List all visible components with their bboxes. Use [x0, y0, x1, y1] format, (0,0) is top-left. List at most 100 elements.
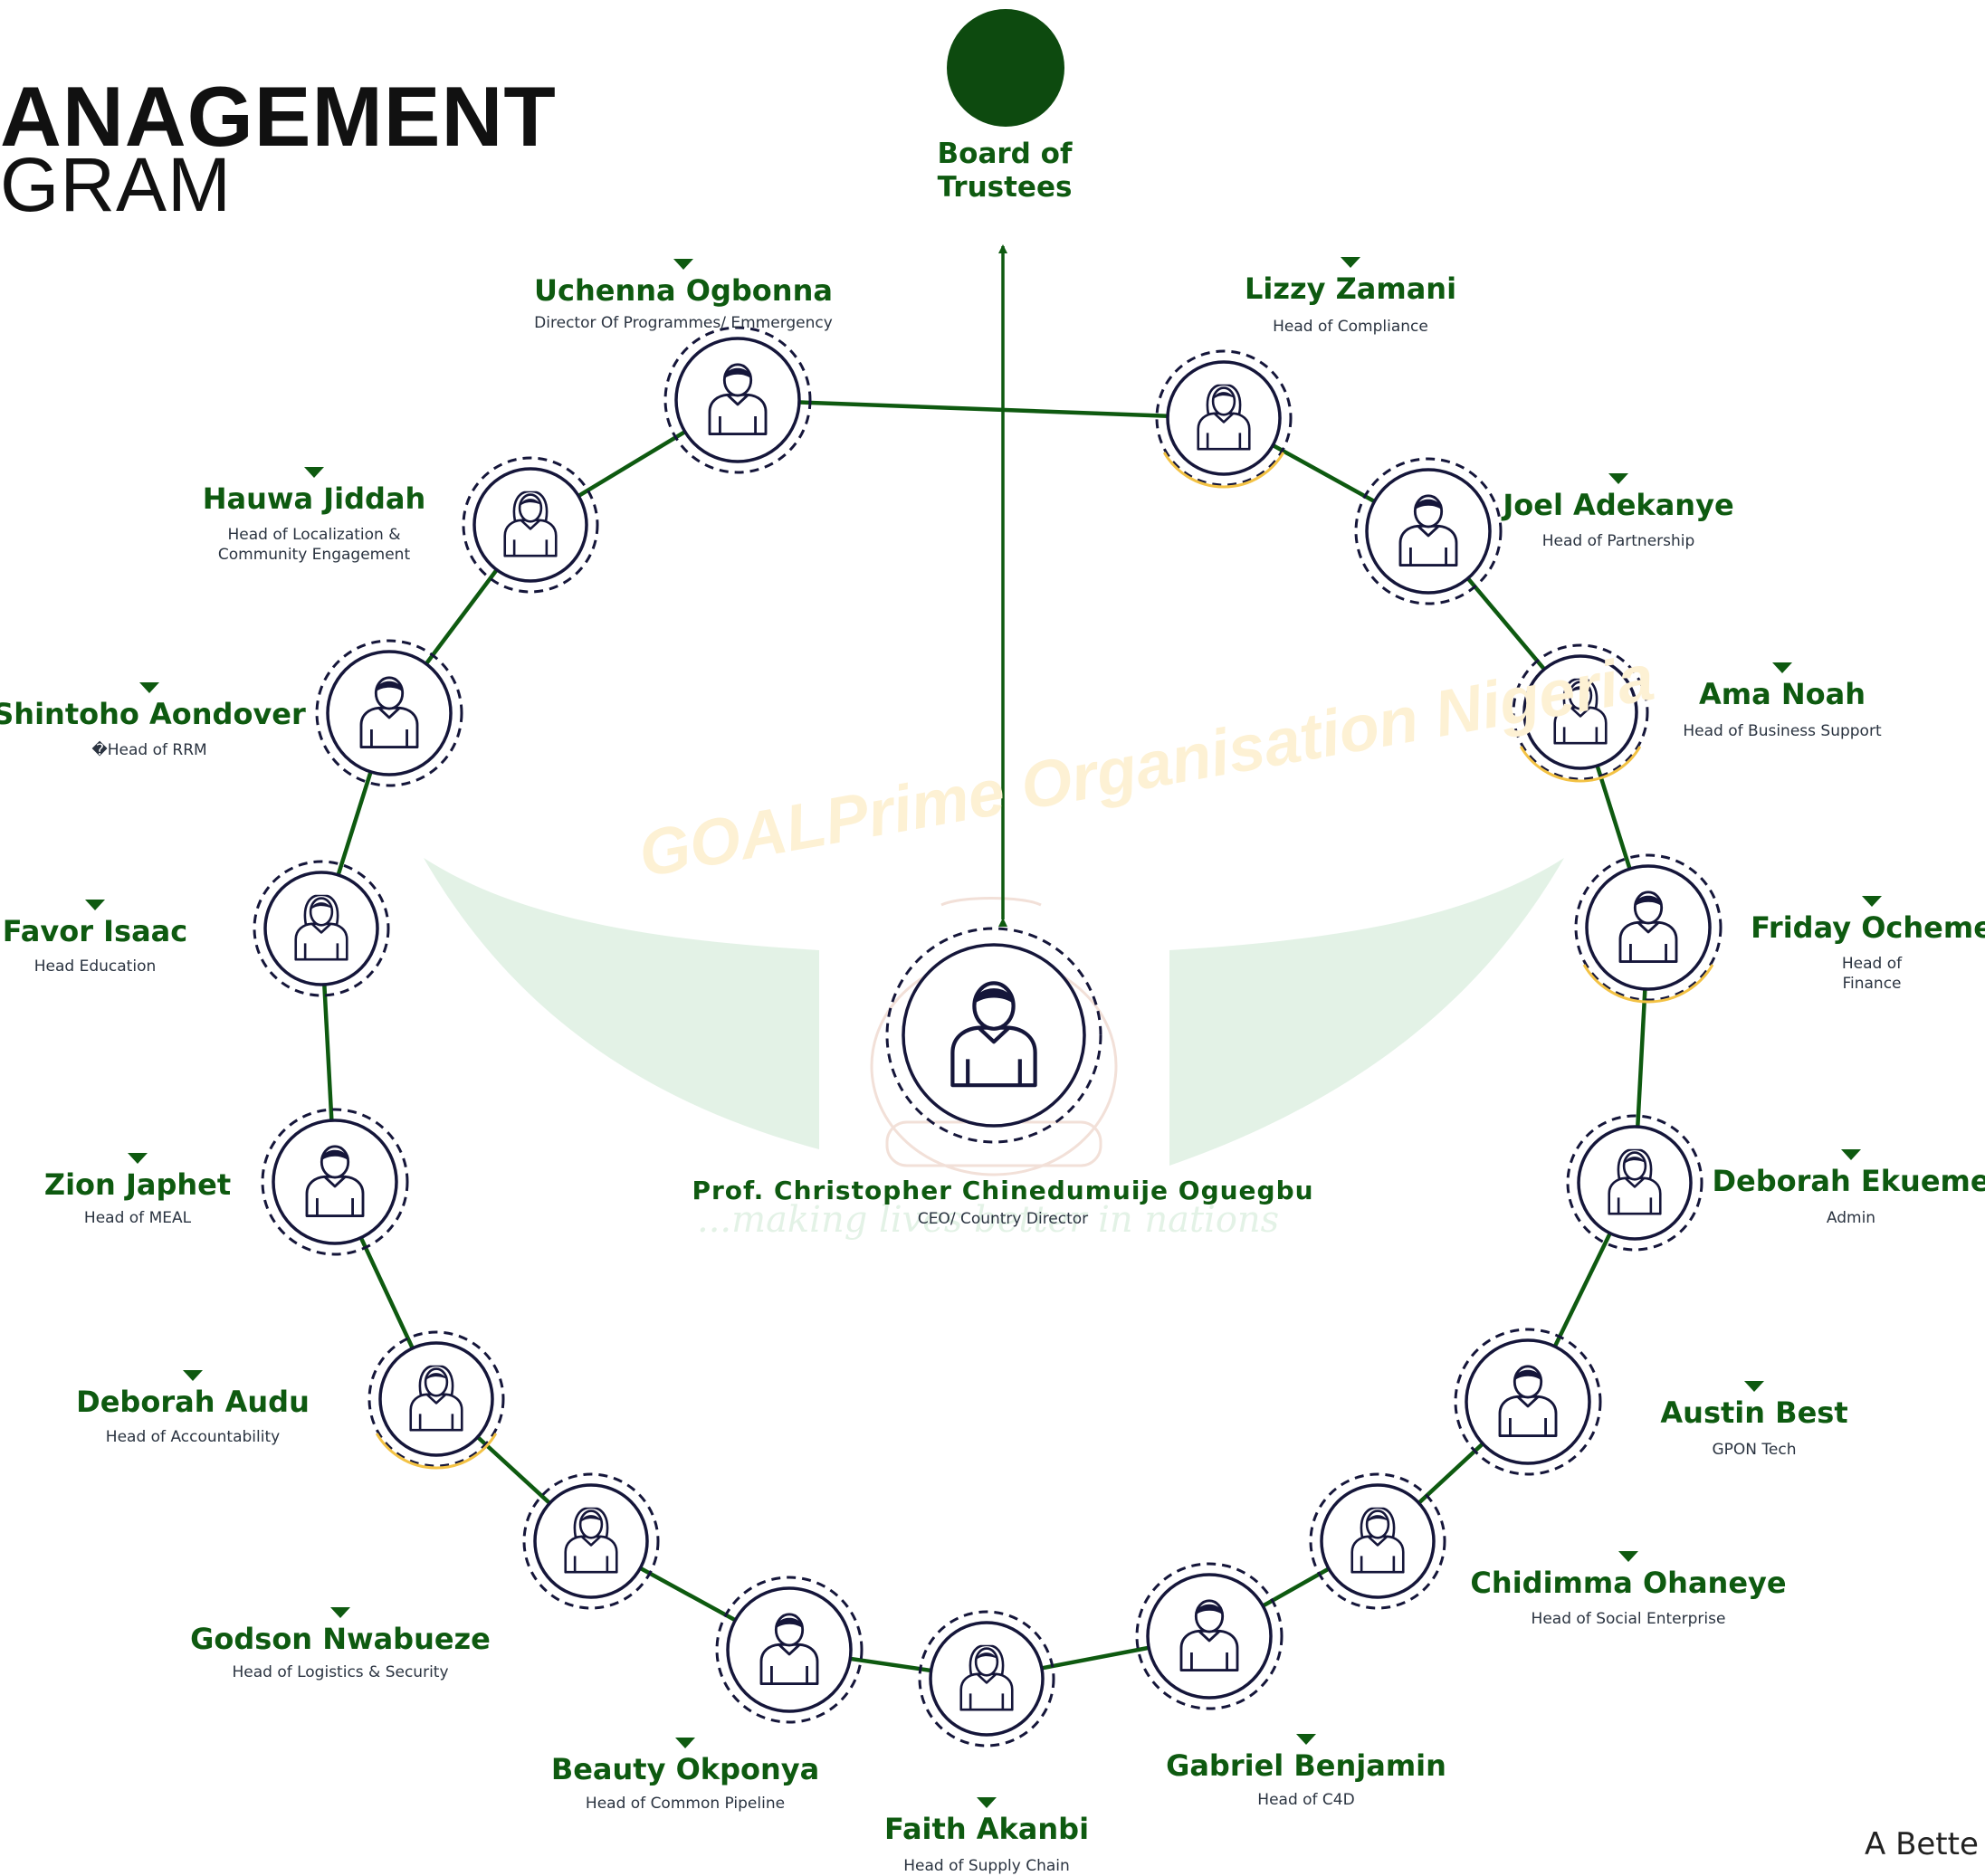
- member-role: Head Education: [33, 957, 157, 976]
- member-name: Shintoho Aondover: [0, 697, 306, 731]
- triangle-marker-icon: [1618, 1551, 1638, 1562]
- dashed-ring: [522, 1472, 660, 1610]
- triangle-marker-icon: [128, 1153, 148, 1164]
- dashed-ring: [1309, 1472, 1446, 1610]
- triangle-marker-icon: [85, 900, 105, 910]
- member-node: [918, 1610, 1055, 1747]
- member-node: [1512, 643, 1649, 783]
- member-name: Joel Adekanye: [1503, 488, 1734, 522]
- member-node: [1566, 1114, 1703, 1252]
- dashed-ring: [1354, 457, 1503, 605]
- member-role: Head of Common Pipeline: [585, 1795, 786, 1813]
- member-name: Gabriel Benjamin: [1166, 1748, 1446, 1783]
- dashed-ring: [1574, 853, 1723, 1002]
- triangle-marker-icon: [330, 1607, 350, 1618]
- member-node: [261, 1108, 409, 1256]
- member-node: [522, 1472, 660, 1610]
- member-name: Lizzy Zamani: [1244, 271, 1457, 306]
- dashed-ring: [315, 639, 463, 787]
- member-role: Head of Localization & Community Engagem…: [217, 526, 411, 564]
- ceo-node: [885, 927, 1102, 1144]
- footer-text: A Bette: [1865, 1826, 1979, 1862]
- member-node: [1354, 457, 1503, 605]
- watermark-tagline: ...making lives better in nations: [697, 1199, 1280, 1241]
- triangle-marker-icon: [139, 682, 159, 693]
- triangle-marker-icon: [977, 1797, 997, 1808]
- dashed-ring: [918, 1610, 1055, 1747]
- member-name: Faith Akanbi: [883, 1812, 1090, 1846]
- member-node: [1155, 349, 1293, 489]
- triangle-marker-icon: [1862, 896, 1882, 907]
- dashed-ring: [1155, 349, 1293, 487]
- member-node: [1454, 1328, 1602, 1476]
- member-node: [367, 1330, 505, 1470]
- watermark-wings: [424, 858, 1564, 1166]
- member-role: Head of Business Support: [1683, 722, 1882, 740]
- dashed-ring: [462, 456, 599, 594]
- member-name: Uchenna Ogbonna: [534, 273, 833, 308]
- member-node: [315, 639, 463, 787]
- dashed-ring: [885, 927, 1102, 1144]
- triangle-marker-icon: [1772, 662, 1792, 673]
- member-name: Beauty Okponya: [550, 1752, 820, 1786]
- dashed-ring: [1566, 1114, 1703, 1252]
- gold-accent-arc: [1519, 746, 1642, 783]
- gold-accent-arc: [1162, 452, 1285, 489]
- member-name: Godson Nwabueze: [190, 1622, 491, 1656]
- page-title: ANAGEMENT: [0, 69, 557, 164]
- member-node: [663, 326, 812, 474]
- dashed-ring: [715, 1576, 864, 1724]
- member-name: Zion Japhet: [43, 1167, 232, 1202]
- member-role: Head of Social Enterprise: [1531, 1610, 1726, 1628]
- dashed-ring: [1135, 1562, 1284, 1710]
- member-role: Director Of Programmes/ Emmergency: [534, 314, 833, 332]
- dashed-ring: [253, 860, 390, 997]
- member-role: �Head of RRM: [91, 741, 207, 759]
- member-role: Head of C4D: [1257, 1791, 1355, 1809]
- triangle-marker-icon: [304, 467, 324, 478]
- member-node: [253, 860, 390, 997]
- member-node: [1135, 1562, 1284, 1710]
- member-name: Ama Noah: [1699, 677, 1866, 711]
- triangle-marker-icon: [1608, 473, 1628, 484]
- ceo-name: Prof. Christopher Chinedumuije Oguegbu: [692, 1176, 1314, 1205]
- member-role: Head of Supply Chain: [903, 1857, 1070, 1875]
- dashed-ring: [367, 1330, 505, 1468]
- member-name: Deborah Audu: [76, 1385, 310, 1419]
- triangle-marker-icon: [1841, 1149, 1861, 1160]
- member-node: [715, 1576, 864, 1724]
- triangle-marker-icon: [1744, 1381, 1764, 1392]
- triangle-marker-icon: [1296, 1734, 1316, 1745]
- ceo-role: CEO/ Country Director: [917, 1210, 1089, 1228]
- member-role: Head of Partnership: [1541, 532, 1695, 550]
- dashed-ring: [1454, 1328, 1602, 1476]
- dashed-ring: [1512, 643, 1649, 781]
- member-node: [1574, 853, 1723, 1004]
- triangle-marker-icon: [183, 1370, 203, 1381]
- member-role: GPON Tech: [1712, 1441, 1797, 1459]
- board-node: [947, 9, 1064, 127]
- member-role: Head of MEAL: [83, 1209, 192, 1227]
- member-name: Hauwa Jiddah: [202, 481, 426, 516]
- member-name: Austin Best: [1660, 1395, 1848, 1430]
- gold-accent-arc: [1582, 964, 1714, 1004]
- member-node: [1309, 1472, 1446, 1610]
- member-role: Head of Compliance: [1273, 318, 1428, 336]
- triangle-marker-icon: [673, 259, 693, 270]
- triangle-marker-icon: [1341, 257, 1360, 268]
- member-name: Friday Ocheme: [1751, 910, 1985, 945]
- member-name: Chidimma Ohaneye: [1470, 1566, 1787, 1600]
- dashed-ring: [663, 326, 812, 474]
- page-title-sub: GRAM: [0, 142, 232, 227]
- member-role: Admin: [1826, 1209, 1876, 1227]
- member-role: Head of Accountability: [105, 1428, 281, 1446]
- member-name: Favor Isaac: [2, 914, 188, 948]
- member-role: Head of Finance: [1841, 955, 1903, 993]
- gold-accent-arc: [375, 1433, 498, 1470]
- member-role: Head of Logistics & Security: [232, 1663, 449, 1681]
- member-node: [462, 456, 599, 594]
- member-nodes: [253, 326, 1723, 1747]
- triangle-marker-icon: [675, 1738, 695, 1748]
